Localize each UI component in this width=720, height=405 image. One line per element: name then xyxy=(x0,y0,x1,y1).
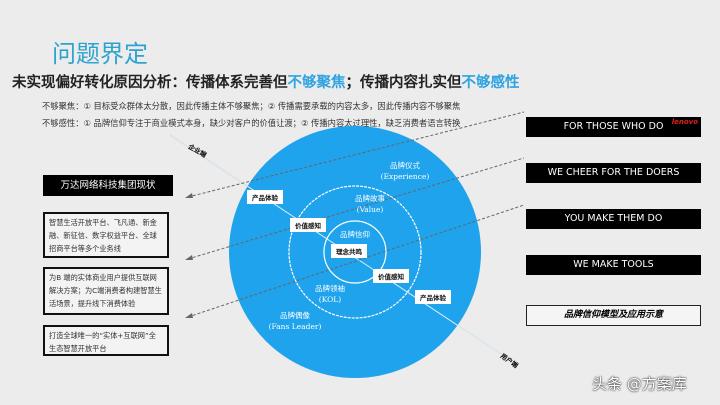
subtitle-highlight-2: 不够感性 xyxy=(461,74,520,91)
slogan-2: WE CHEER FOR THE DOERS xyxy=(526,163,701,183)
diagram-caption: 品牌信仰模型及应用示意 xyxy=(526,305,701,326)
page-title: 问题界定 xyxy=(52,40,148,68)
middle-ring xyxy=(288,185,422,319)
slogan-4: WE MAKE TOOLS xyxy=(526,255,701,275)
inner-ring xyxy=(323,220,387,284)
tag-value-perception: 价值感知 xyxy=(290,218,326,232)
subtitle: 未实现偏好转化原因分析：传播体系完善但不够聚焦；传播内容扎实但不够感性 xyxy=(12,71,520,92)
subtitle-highlight-1: 不够聚焦 xyxy=(287,74,346,91)
subtitle-prefix: 未实现偏好转化原因分析：传播体系完善但 xyxy=(12,74,288,91)
tag-value-perception-2: 价值感知 xyxy=(373,269,409,283)
slogan-3: YOU MAKE THEM DO xyxy=(526,209,701,229)
left-item-1: 智慧生活开放平台、飞凡通、新金融、新征信、数字权益平台、全球招商平台等多个业务线 xyxy=(43,212,169,258)
ring-label-experience: 品牌仪式(Experience) xyxy=(380,161,430,181)
left-item-2: 为B 端的实体商业用户提供互联网解决方案；为C端消费者构建智慧生活场景，提升线下… xyxy=(43,267,169,315)
lenovo-logo: lenovo xyxy=(671,118,698,126)
ring-label-belief: 品牌信仰 xyxy=(340,230,370,239)
watermark: 头条 @方案库 xyxy=(592,375,687,393)
ring-label-value: 品牌故事(Value) xyxy=(355,194,385,214)
arrow-heads xyxy=(185,193,193,318)
subtitle-mid: ；传播内容扎实但 xyxy=(345,74,462,91)
tag-product-experience: 产品体验 xyxy=(247,190,283,204)
left-panel-title: 万达网络科技集团现状 xyxy=(43,175,173,196)
note-focus: 不够聚焦：① 目标受众群体太分散，因此传播主体不够聚焦；② 传播需要承载的内容太… xyxy=(42,101,461,111)
ring-label-fans-leader: 品牌偶像(Fans Leader) xyxy=(268,311,322,331)
ring-label-kol: 品牌领袖(KOL) xyxy=(315,284,345,304)
left-item-3: 打造全球唯一的“实体+互联网”全生态智慧开放平台 xyxy=(43,325,169,356)
dashed-connectors xyxy=(187,111,525,318)
tag-product-experience-2: 产品体验 xyxy=(415,290,451,304)
note-emotion: 不够感性：① 品牌信仰专注于商业模式本身，缺少对客户的价值让渡；② 传播内容太过… xyxy=(42,118,461,128)
tag-concept-resonance: 理念共鸣 xyxy=(331,244,367,258)
